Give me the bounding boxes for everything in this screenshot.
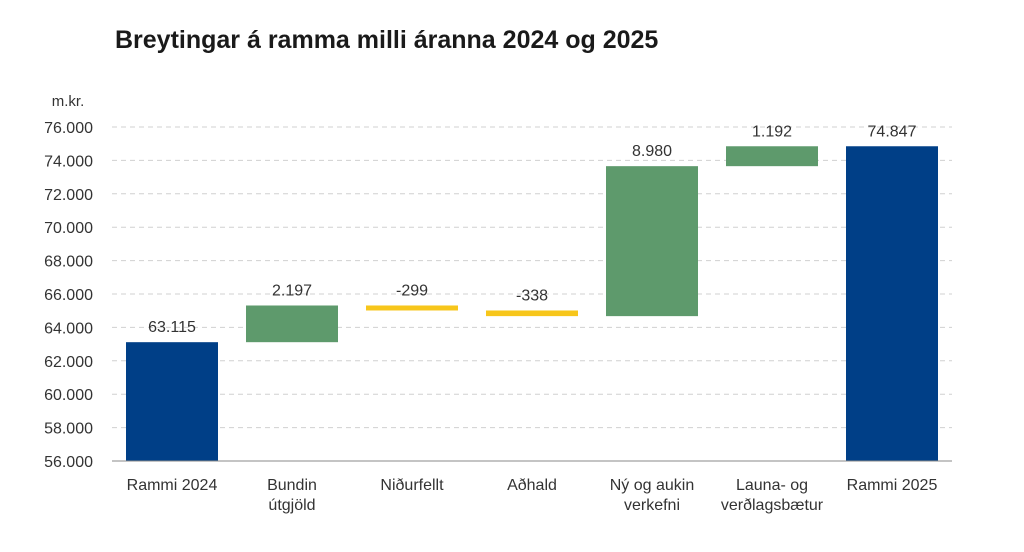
y-tick-label: 70.000: [44, 220, 93, 237]
x-category-label: Launa- og: [736, 477, 808, 494]
x-category-label: verðlagsbætur: [721, 497, 824, 514]
x-category-label: Rammi 2025: [847, 477, 938, 494]
x-category-label: Ný og aukin: [610, 477, 695, 494]
data-labels: 63.115 2.197 -299 -338 8.980 1.192 74.847: [148, 123, 916, 336]
y-tick-label: 74.000: [44, 153, 93, 170]
gridlines: [112, 126, 952, 429]
increase-bar: [726, 146, 818, 167]
total-bar: [846, 146, 938, 461]
x-axis-categories: Rammi 2024 Bundin útgjöld Niðurfellt Aðhald N…: [127, 477, 938, 514]
y-tick-label: 56.000: [44, 454, 93, 471]
decrease-bar: [486, 310, 578, 317]
chart-title: Breytingar á ramma milli áranna 2024 og …: [115, 26, 659, 54]
y-tick-label: 76.000: [44, 120, 93, 137]
x-category-label: verkefni: [624, 497, 680, 514]
data-label: 8.980: [632, 143, 672, 160]
x-category-label: Aðhald: [507, 477, 557, 494]
x-category-label: Bundin: [267, 477, 317, 494]
decrease-bar: [366, 305, 458, 311]
y-tick-label: 66.000: [44, 287, 93, 304]
x-category-label: útgjöld: [268, 497, 315, 514]
y-axis-ticks: 56.000 58.000 60.000 62.000 64.000 66.000 68.0…: [44, 120, 93, 471]
increase-bar: [246, 305, 338, 343]
y-tick-label: 72.000: [44, 187, 93, 204]
x-category-label: Rammi 2024: [127, 477, 218, 494]
x-category-label: Niðurfellt: [380, 477, 444, 494]
data-label: 2.197: [272, 282, 312, 299]
data-label: 63.115: [148, 319, 196, 336]
y-tick-label: 58.000: [44, 421, 93, 438]
y-tick-label: 60.000: [44, 387, 93, 404]
bars: [126, 146, 938, 461]
y-tick-label: 68.000: [44, 254, 93, 271]
data-label: -338: [516, 287, 548, 304]
y-tick-label: 64.000: [44, 320, 93, 337]
data-label: 1.192: [752, 123, 792, 140]
y-axis-unit: m.kr.: [52, 93, 85, 110]
data-label: 74.847: [868, 123, 917, 140]
total-bar: [126, 342, 218, 461]
y-tick-label: 62.000: [44, 354, 93, 371]
data-label: -299: [396, 282, 428, 299]
increase-bar: [606, 166, 698, 317]
